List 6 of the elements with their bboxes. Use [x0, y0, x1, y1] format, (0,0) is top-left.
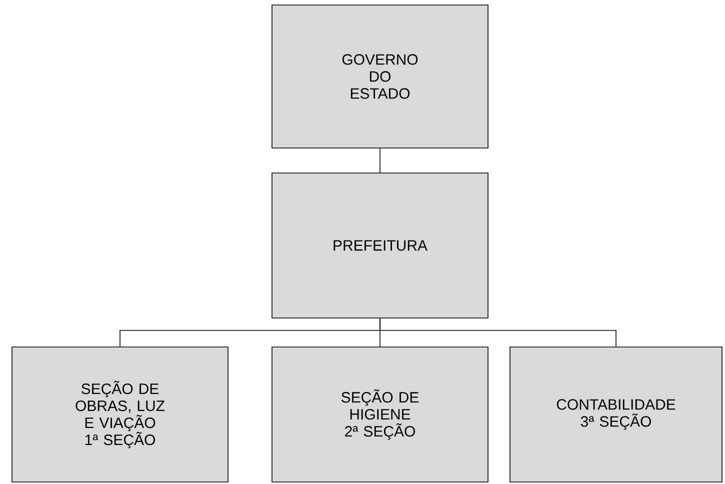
connector-line	[380, 318, 616, 347]
org-box: GOVERNO DO ESTADO	[272, 4, 488, 148]
org-box: SEÇÃO DE OBRAS, LUZ E VIAÇÃO 1ª SEÇÃO	[12, 346, 228, 482]
org-box: CONTABILIDADE 3ª SEÇÃO	[510, 346, 722, 482]
org-box: SEÇÃO DE HIGIENE 2ª SEÇÃO	[272, 346, 488, 482]
org-box: PREFEITURA	[272, 172, 488, 318]
